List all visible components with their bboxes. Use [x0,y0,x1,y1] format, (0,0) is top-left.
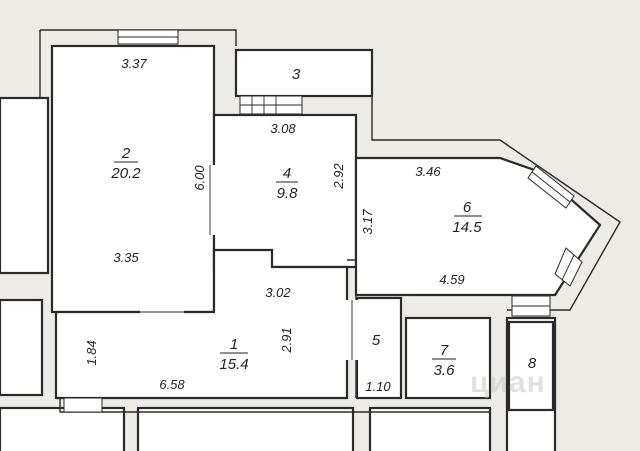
exterior-walls [39,29,621,413]
dimension-hall-left: 1.84 [84,340,99,365]
dimension-room4-right: 2.92 [331,163,346,190]
apartment-walls [50,44,602,412]
room-2-outline [50,44,216,314]
room-8-number: 8 [528,355,537,372]
dimension-room2-top: 3.37 [121,56,147,71]
dimension-room4-top: 3.08 [270,121,296,136]
dimension-room2-side: 6.00 [192,165,207,191]
window-room-2 [117,29,179,45]
dimension-hall-upper: 3.02 [265,285,291,300]
windows [63,29,583,413]
window-room-6-lower [554,247,583,287]
room-3-number: 3 [292,66,301,83]
window-room-8 [511,295,551,317]
room-3-outline [234,48,374,98]
room-5-outline [355,296,403,400]
room-6-area: 14.5 [452,219,482,236]
dimension-hall-height: 2.91 [279,327,294,353]
room-1-number: 1 [230,336,238,353]
room-1-area: 15.4 [219,356,248,373]
window-balcony [239,95,303,115]
room-4-number: 4 [283,165,291,182]
window-room-6-upper [527,165,575,209]
room-1-outline [54,248,349,400]
dimension-room2-bottom: 3.35 [113,250,139,265]
room-7-number: 7 [440,342,449,359]
dimension-room5-bottom: 1.10 [365,379,391,394]
room-6-number: 6 [463,199,472,216]
room-labels: 2 20.2 3 4 9.8 6 14.5 1 15.4 5 7 3.6 8 [110,66,536,379]
window-hall [63,397,103,413]
room-5-number: 5 [372,332,381,349]
dimension-room6-bottom: 4.59 [439,272,464,287]
door-openings [140,165,361,360]
room-7-area: 3.6 [434,362,456,379]
room-2-area: 20.2 [110,165,141,182]
room-4-area: 9.8 [277,185,299,202]
watermark-text: циан [470,366,546,399]
dimension-labels: 3.37 6.00 3.35 3.08 2.92 3.46 3.17 4.59 … [84,56,465,394]
room-8-outline [507,320,555,412]
dimension-room6-top: 3.46 [415,164,441,179]
dimension-hall-bottom: 6.58 [159,377,185,392]
room-2-number: 2 [121,145,131,162]
room-7-outline [404,316,492,400]
dimension-room6-left: 3.17 [360,209,375,235]
